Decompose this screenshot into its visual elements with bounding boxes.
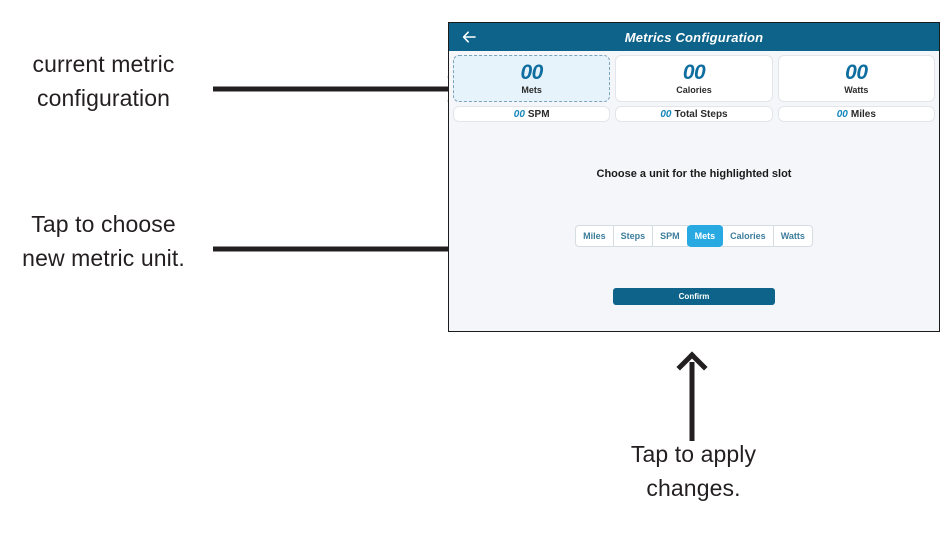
device-screen: Metrics Configuration 00 Mets 00 SPM 00 … (448, 22, 940, 332)
unit-option-watts[interactable]: Watts (772, 225, 813, 247)
metric-tile-secondary-3[interactable]: 00 Miles (777, 106, 935, 122)
unit-option-steps[interactable]: Steps (612, 225, 654, 247)
metric-tiles-row: 00 Mets 00 SPM 00 Calories 00 Total Step… (449, 51, 939, 122)
confirm-button-container: Confirm (449, 288, 939, 305)
confirm-button[interactable]: Confirm (613, 288, 775, 305)
back-button[interactable] (457, 23, 481, 51)
annotation-tap-choose-unit: Tap to choose new metric unit. (22, 211, 185, 271)
metric-unit-label: Watts (844, 84, 869, 95)
page-title: Metrics Configuration (624, 29, 764, 45)
annotation-arrow-to-unit-picker (213, 233, 565, 265)
metric-tile-primary-2[interactable]: 00 Calories (615, 55, 773, 102)
instruction-lead: Choose a unit for the (596, 168, 710, 180)
metric-value: 00 (520, 60, 543, 84)
annotation-tap-apply-changes: Tap to apply changes. (630, 441, 757, 501)
metric-secondary-value: 00 (836, 108, 848, 120)
metric-slot-1: 00 Mets 00 SPM (453, 55, 611, 122)
metric-tile-primary-1[interactable]: 00 Mets (453, 55, 611, 102)
annotation-arrow-to-tiles (213, 73, 467, 105)
annotation-arrow-to-confirm-button (676, 351, 708, 441)
unit-picker-container: Miles Steps SPM Mets Calories Watts (449, 225, 939, 247)
metric-secondary-value: 00 (513, 108, 525, 120)
metric-slot-3: 00 Watts 00 Miles (777, 55, 935, 122)
metric-tile-primary-3[interactable]: 00 Watts (777, 55, 935, 102)
metric-value: 00 (682, 60, 706, 84)
metric-secondary-label: SPM (527, 108, 550, 120)
metric-slot-2: 00 Calories 00 Total Steps (615, 55, 773, 122)
arrow-shaft (213, 246, 559, 252)
unit-option-mets[interactable]: Mets (686, 225, 724, 247)
annotation-current-configuration: current metric configuration (32, 51, 175, 111)
arrow-head (676, 351, 708, 383)
unit-option-calories[interactable]: Calories (722, 225, 774, 247)
metric-tile-secondary-2[interactable]: 00 Total Steps (615, 106, 773, 122)
unit-segmented-control: Miles Steps SPM Mets Calories Watts (575, 225, 813, 247)
metric-unit-label: Calories (676, 84, 712, 95)
metric-secondary-label: Miles (850, 108, 876, 120)
instruction-text: Choose a unit for the highlighted slot (449, 168, 939, 180)
metric-secondary-label: Total Steps (674, 108, 728, 120)
arrow-shaft (213, 86, 461, 92)
metric-unit-label: Mets (521, 84, 542, 95)
arrow-left-icon (462, 31, 477, 43)
metric-tile-secondary-1[interactable]: 00 SPM (453, 106, 611, 122)
instruction-trail: slot (768, 168, 792, 180)
metric-value: 00 (845, 60, 868, 84)
unit-option-spm[interactable]: SPM (652, 225, 688, 247)
app-header-bar: Metrics Configuration (449, 23, 939, 51)
instruction-emphasis: highlighted (709, 168, 769, 180)
unit-option-miles[interactable]: Miles (575, 225, 614, 247)
arrow-shaft (689, 362, 695, 441)
metric-secondary-value: 00 (660, 108, 672, 120)
